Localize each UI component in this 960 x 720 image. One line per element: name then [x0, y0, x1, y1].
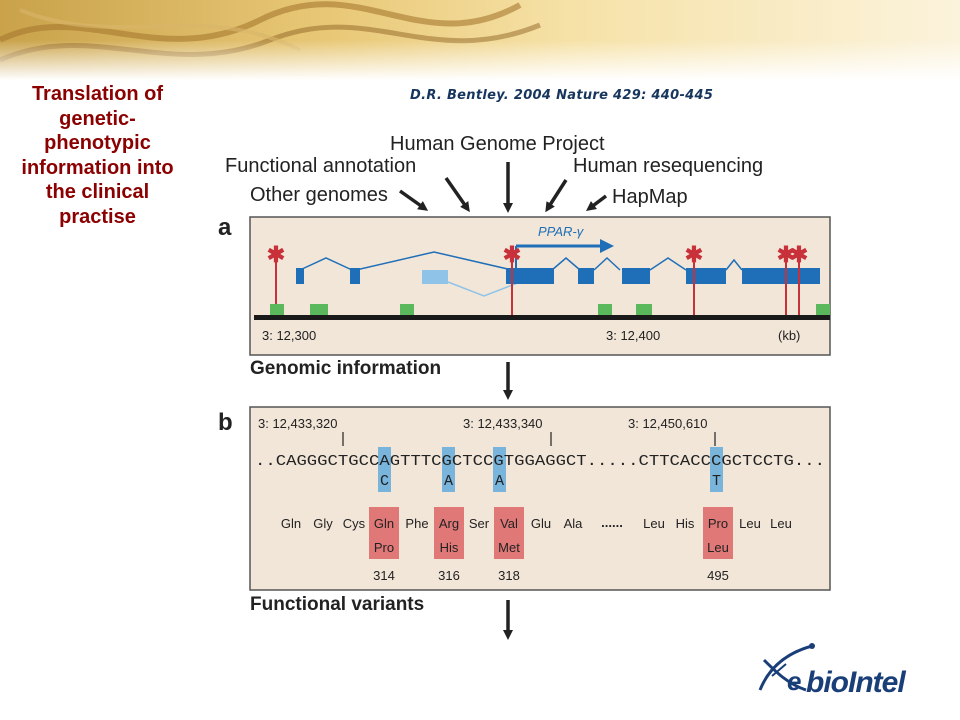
svg-text:Pro: Pro [708, 516, 728, 531]
svg-text:Leu: Leu [643, 516, 665, 531]
svg-text:Gly: Gly [313, 516, 333, 531]
logo-text: bioIntel [806, 666, 906, 699]
label-human-resequencing: Human resequencing [573, 155, 763, 177]
gene-exons [296, 268, 820, 284]
svg-text:Arg: Arg [439, 516, 459, 531]
chromosome-line [254, 315, 830, 320]
amino-acid-variants: Pro His Met Leu [374, 540, 729, 555]
coord-left: 3: 12,300 [262, 328, 316, 343]
gene-introns [299, 251, 743, 271]
svg-text:A: A [495, 473, 504, 490]
svg-text:A: A [444, 473, 453, 490]
panel-b-letter: b [218, 409, 233, 436]
label-hapmap: HapMap [612, 186, 688, 208]
coord-b1: 3: 12,433,320 [258, 416, 338, 431]
svg-text:Leu: Leu [707, 540, 729, 555]
label-other-genomes: Other genomes [250, 184, 388, 206]
panel-a-box [249, 216, 831, 356]
coord-unit: (kb) [778, 328, 800, 343]
svg-text:Phe: Phe [405, 516, 428, 531]
svg-text:✱: ✱ [503, 242, 521, 267]
svg-text:Cys: Cys [343, 516, 366, 531]
label-functional-annotation: Functional annotation [225, 155, 416, 177]
svg-text:Pro: Pro [374, 540, 394, 555]
dna-strand-1 [0, 1, 522, 43]
conserved-blocks [270, 304, 830, 315]
svg-text:Ala: Ala [564, 516, 584, 531]
variant-columns [378, 447, 723, 492]
gene-label: PPAR-γ [538, 224, 585, 239]
caption-functional-variants: Functional variants [250, 594, 424, 615]
svg-text:His: His [676, 516, 695, 531]
svg-text:His: His [440, 540, 459, 555]
svg-text:Leu: Leu [770, 516, 792, 531]
svg-text:Val: Val [500, 516, 518, 531]
coord-ticks [342, 432, 716, 446]
svg-text:......: ...... [601, 515, 623, 530]
svg-text:✱: ✱ [685, 242, 703, 267]
residue-positions: 314 316 318 495 [373, 568, 729, 583]
coord-b3: 3: 12,450,610 [628, 416, 708, 431]
panel-b-box [249, 406, 831, 591]
panel-a-letter: a [218, 214, 232, 241]
header-banner [0, 0, 960, 80]
gene-direction-arrow [515, 239, 614, 268]
svg-text:✱: ✱ [777, 242, 795, 267]
ebiointel-logo-mark: e bioIntel [758, 643, 907, 699]
alternative-intron [447, 281, 521, 297]
svg-text:314: 314 [373, 568, 395, 583]
slide-title: Translation of genetic-phenotypic inform… [21, 83, 174, 228]
svg-text:Glu: Glu [531, 516, 551, 531]
svg-text:316: 316 [438, 568, 460, 583]
svg-text:318: 318 [498, 568, 520, 583]
amino-acid-row: Gln Gly Cys Gln Phe Arg Ser Val Glu Ala … [281, 515, 792, 531]
label-human-genome-project: Human Genome Project [390, 133, 605, 155]
dna-strand-3 [19, 8, 301, 52]
coord-b2: 3: 12,433,340 [463, 416, 543, 431]
source-arrows [398, 162, 608, 213]
svg-text:Gln: Gln [374, 516, 394, 531]
svg-text:C: C [380, 473, 389, 490]
snp-asterisks: ✱ ✱ ✱ ✱ ✱ [267, 242, 808, 267]
svg-text:Gln: Gln [281, 516, 301, 531]
snp-markers [275, 254, 800, 318]
aa-variant-boxes [369, 507, 733, 559]
svg-text:e: e [787, 666, 801, 696]
caption-genomic-information: Genomic information [250, 358, 441, 379]
alternative-exon [422, 270, 448, 284]
coord-right: 3: 12,400 [606, 328, 660, 343]
citation: D.R. Bentley. 2004 Nature 429: 440-445 [410, 88, 714, 103]
svg-text:T: T [712, 473, 721, 490]
svg-text:✱: ✱ [790, 242, 808, 267]
svg-text:Ser: Ser [469, 516, 490, 531]
svg-text:Met: Met [498, 540, 520, 555]
svg-text:495: 495 [707, 568, 729, 583]
svg-text:Leu: Leu [739, 516, 761, 531]
alt-alleles: C A A T [380, 473, 721, 490]
svg-text:✱: ✱ [267, 242, 285, 267]
